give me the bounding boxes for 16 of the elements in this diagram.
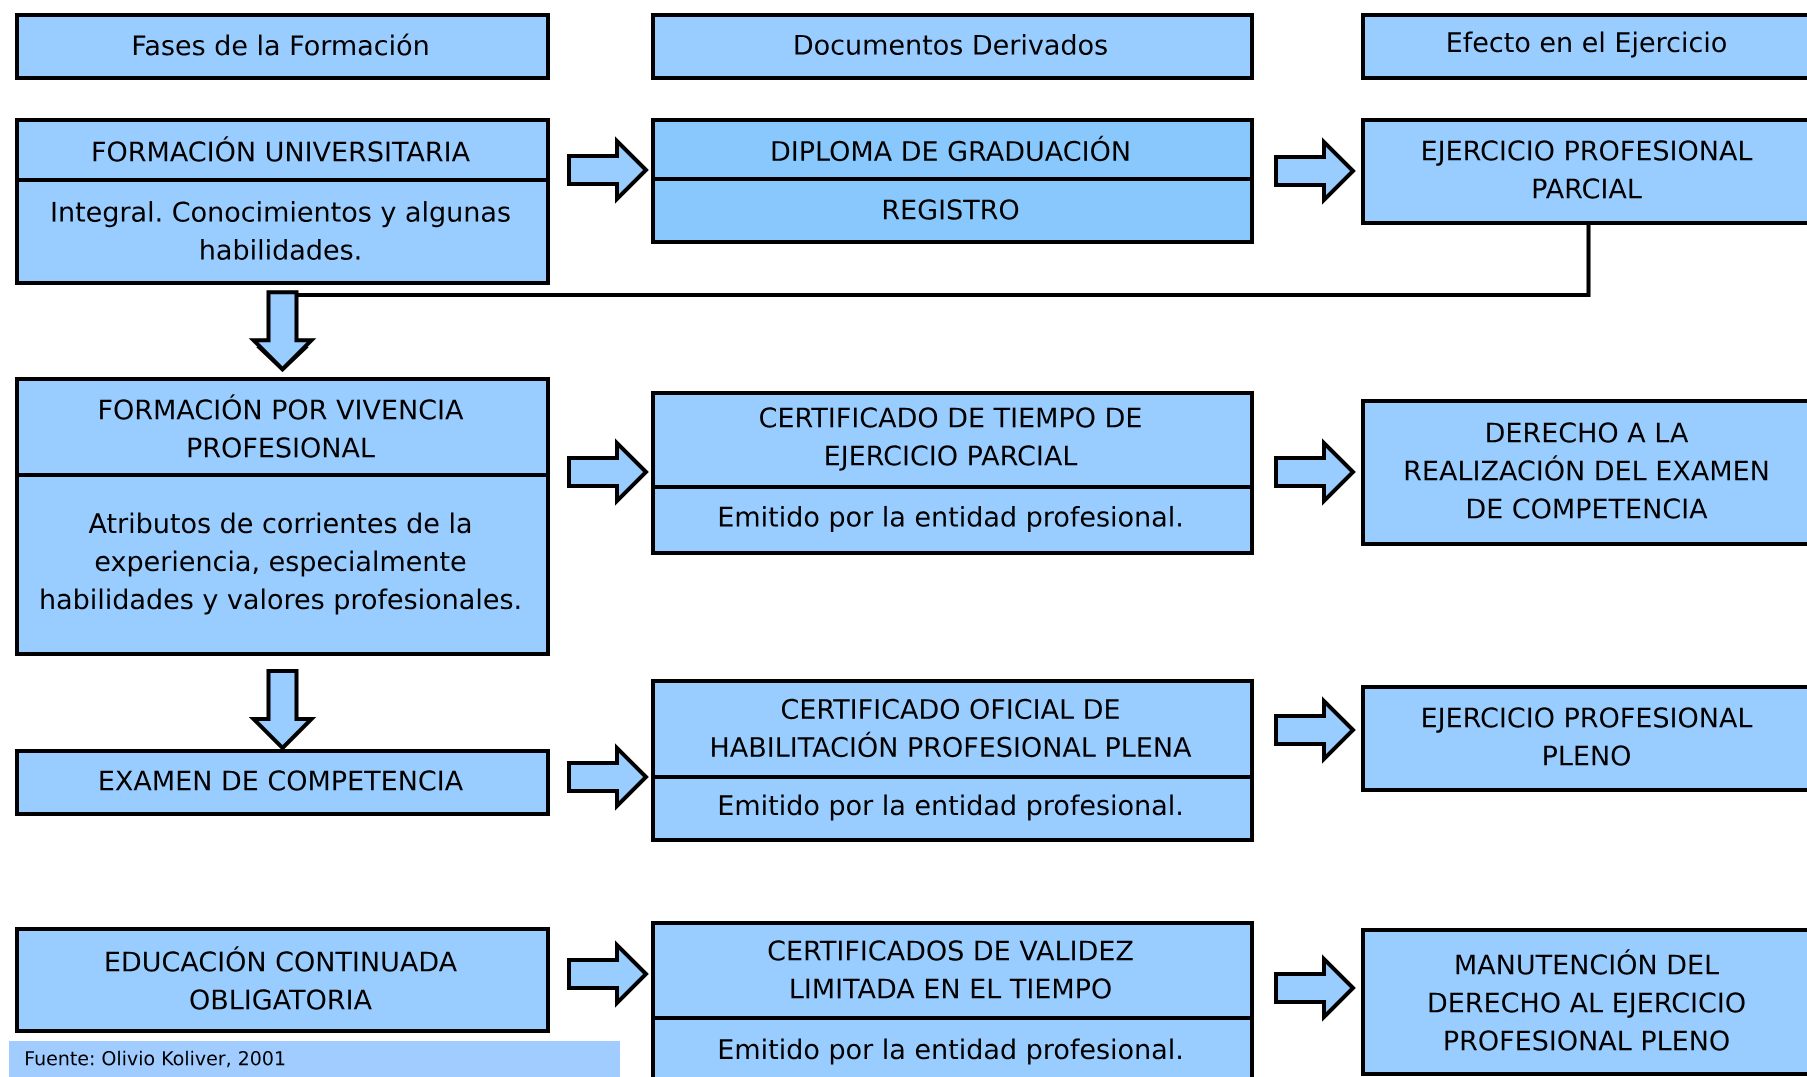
column-header: Efecto en el Ejercicio bbox=[1361, 13, 1807, 80]
process-box: MANUTENCIÓN DEL DERECHO AL EJERCICIO PROFESIONAL PLENO bbox=[1361, 928, 1807, 1076]
column-header: Documentos Derivados bbox=[651, 13, 1254, 80]
column-header: Fases de la Formación bbox=[15, 13, 550, 80]
process-box: EDUCACIÓN CONTINUADA OBLIGATORIA bbox=[15, 927, 550, 1033]
process-box: DIPLOMA DE GRADUACIÓN REGISTRO bbox=[651, 118, 1254, 244]
process-box: EJERCICIO PROFESIONAL PLENO bbox=[1361, 685, 1807, 792]
process-box: FORMACIÓN POR VIVENCIA PROFESIONAL Atributos de corrientes de la experiencia, especialmente habilidades y valores profesionales. bbox=[15, 377, 550, 656]
source-note: Fuente: Olivio Koliver, 2001 bbox=[9, 1041, 620, 1077]
process-box: EJERCICIO PROFESIONAL PARCIAL bbox=[1361, 118, 1807, 225]
process-box: DERECHO A LA REALIZACIÓN DEL EXAMEN DE COMPETENCIA bbox=[1361, 399, 1807, 546]
process-box: CERTIFICADO OFICIAL DE HABILITACIÓN PROFESIONAL PLENA Emitido por la entidad profesional. bbox=[651, 679, 1254, 842]
process-box: FORMACIÓN UNIVERSITARIA Integral. Conocimientos y algunas habilidades. bbox=[15, 118, 550, 285]
process-box: CERTIFICADOS DE VALIDEZ LIMITADA EN EL TIEMPO Emitido por la entidad profesional. bbox=[651, 921, 1254, 1077]
process-box: EXAMEN DE COMPETENCIA bbox=[15, 749, 550, 816]
process-box: CERTIFICADO DE TIEMPO DE EJERCICIO PARCIAL Emitido por la entidad profesional. bbox=[651, 391, 1254, 555]
